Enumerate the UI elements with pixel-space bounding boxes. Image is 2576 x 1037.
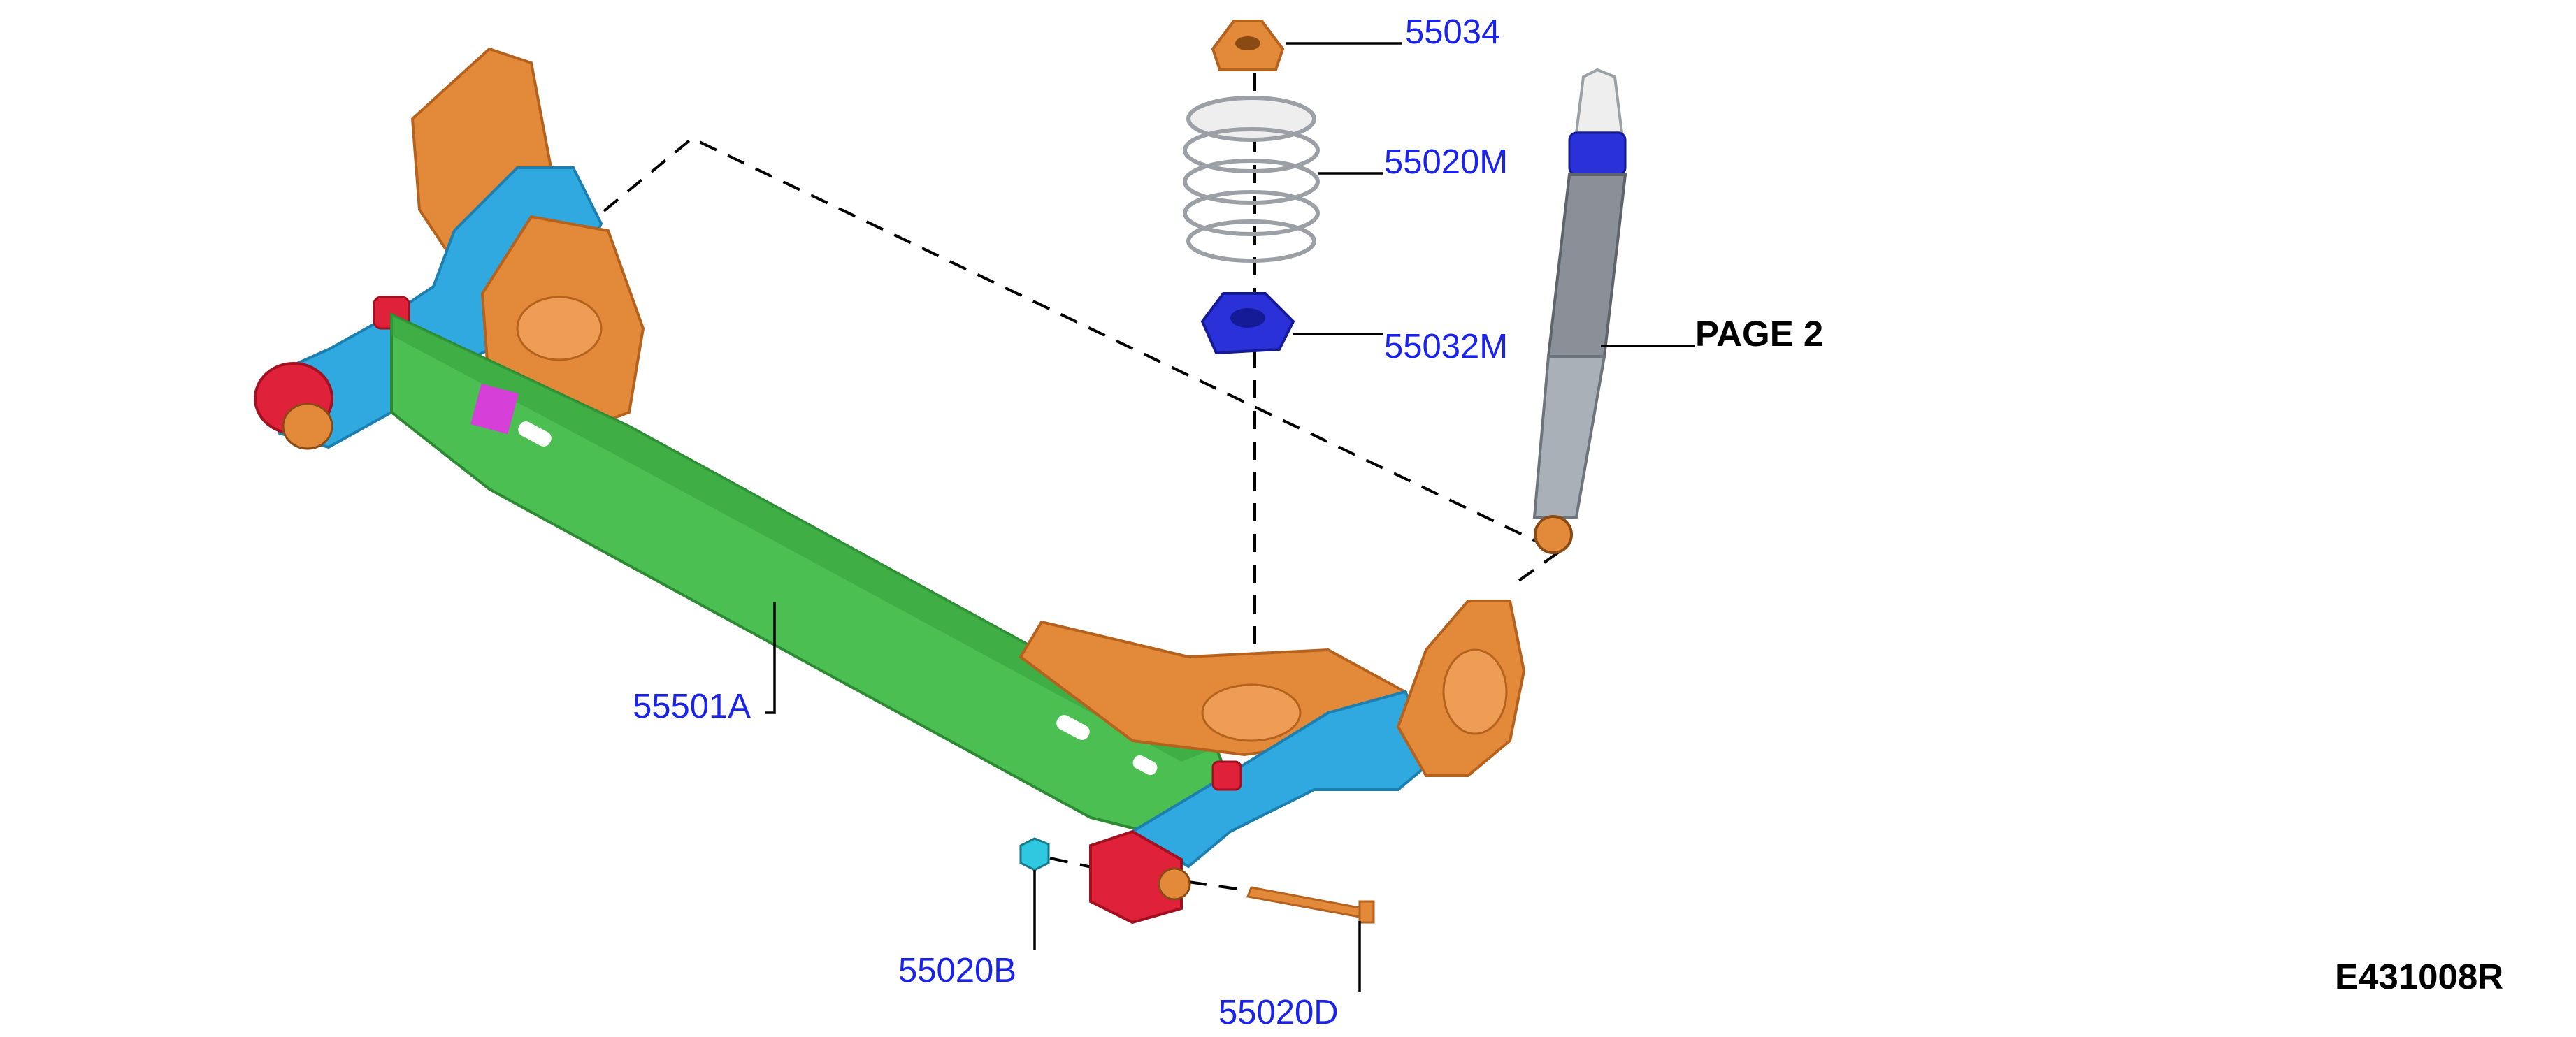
coil-turn-4 bbox=[1183, 190, 1320, 236]
nut bbox=[1019, 837, 1050, 871]
lower-insulator bbox=[1200, 292, 1295, 355]
beam-slot-2 bbox=[1056, 715, 1090, 740]
shock-dust-boot bbox=[1574, 68, 1624, 134]
crossmember-top-face bbox=[391, 314, 1216, 762]
coil-turn-2 bbox=[1183, 127, 1320, 173]
label-upper-mount: 55034 bbox=[1405, 13, 1500, 51]
right-trailing-arm bbox=[1130, 690, 1442, 869]
left-bushing-core bbox=[282, 403, 333, 450]
coil-turn-1 bbox=[1186, 96, 1316, 142]
leader-lines bbox=[765, 42, 1695, 992]
label-illustration-id: E431008R bbox=[2335, 957, 2503, 996]
label-shock-absorber-ref: PAGE 2 bbox=[1695, 314, 1823, 354]
shock-upper-body bbox=[1546, 173, 1627, 358]
upper-mount-hole bbox=[1235, 36, 1260, 50]
pink-patch bbox=[470, 384, 519, 435]
right-spring-seat-boss bbox=[1201, 683, 1302, 742]
bolt-shank bbox=[1246, 886, 1365, 918]
lower-insulator-hole bbox=[1230, 308, 1265, 328]
shock-absorber bbox=[1532, 68, 1627, 554]
coil-spring bbox=[1183, 96, 1320, 263]
alignment-line-bolt bbox=[1188, 880, 1252, 892]
right-bushing-core bbox=[1158, 867, 1191, 901]
beam-slot-3 bbox=[1132, 755, 1158, 776]
shock-bump-stop bbox=[1568, 131, 1627, 176]
upper-mount bbox=[1211, 20, 1285, 71]
shock-lower-eye bbox=[1534, 515, 1573, 554]
alignment-line-top bbox=[579, 136, 1560, 553]
beam-slot-1 bbox=[518, 421, 552, 447]
nut-body bbox=[1019, 837, 1050, 871]
rear-axle-assembly bbox=[254, 47, 1526, 924]
label-bolt: 55020D bbox=[1218, 994, 1339, 1031]
label-coil-spring: 55020M bbox=[1384, 143, 1508, 181]
bolt bbox=[1246, 886, 1375, 924]
label-rear-axle: 55501A bbox=[633, 688, 751, 725]
shock-lower-tube bbox=[1532, 355, 1606, 518]
right-bushing bbox=[1089, 829, 1183, 924]
label-lower-insulator: 55032M bbox=[1384, 328, 1508, 365]
right-hub-flange bbox=[1442, 648, 1508, 735]
leader-rear-axle bbox=[765, 602, 776, 714]
left-spring-seat-boss bbox=[516, 296, 603, 361]
alignment-line-shock-lower bbox=[1509, 551, 1560, 588]
label-nut: 55020B bbox=[898, 952, 1016, 989]
coil-turn-5 bbox=[1186, 219, 1316, 263]
bolt-head bbox=[1358, 900, 1375, 924]
coil-turn-3 bbox=[1183, 159, 1320, 205]
right-bump-block bbox=[1211, 760, 1242, 791]
